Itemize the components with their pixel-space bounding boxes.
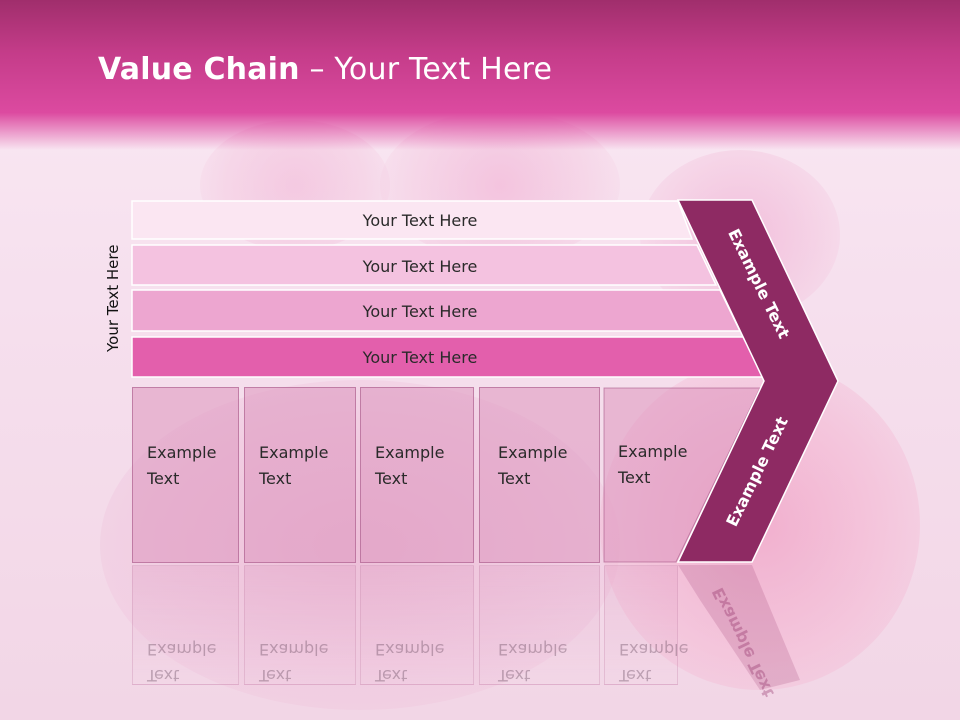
slide-title: Value Chain – Your Text Here — [98, 52, 552, 87]
row-shape-2 — [131, 244, 718, 286]
box-shape-5 — [603, 387, 761, 563]
example-box-line1: Example — [375, 443, 445, 462]
example-box-line1: Example — [147, 443, 217, 462]
chain-row-label: Your Text Here — [362, 301, 478, 321]
header-band — [0, 0, 960, 150]
example-box-3: Example Text — [360, 387, 474, 563]
row-shape-1 — [131, 200, 694, 240]
title-rest: – Your Text Here — [299, 52, 553, 87]
chain-row-label: Your Text Here — [362, 210, 478, 230]
example-box-line1: Example — [498, 443, 568, 462]
arrow-reflection — [678, 565, 800, 690]
example-box-line2: Text — [375, 469, 408, 488]
title-bold: Value Chain — [98, 52, 300, 87]
example-box-2: Example Text — [244, 387, 356, 563]
example-box-line2: Text — [259, 469, 292, 488]
chain-row-2: Your Text Here — [132, 247, 688, 285]
arrow-shape — [676, 199, 839, 563]
chain-row-1: Your Text Here — [132, 201, 688, 239]
example-box-1: Example Text — [132, 387, 239, 563]
chain-row-4: Your Text Here — [132, 338, 688, 376]
chain-row-label: Your Text Here — [362, 347, 478, 367]
example-box-5: Example Text — [604, 387, 764, 563]
example-box-line2: Text — [498, 469, 531, 488]
example-box-4: Example Text — [479, 387, 600, 563]
example-box-line1: Example — [259, 443, 329, 462]
chain-row-label: Your Text Here — [362, 256, 478, 276]
example-box-line2: Text — [618, 468, 651, 487]
example-box-line1: Example — [618, 442, 688, 461]
chain-row-3: Your Text Here — [132, 292, 688, 330]
example-box-line2: Text — [147, 469, 180, 488]
